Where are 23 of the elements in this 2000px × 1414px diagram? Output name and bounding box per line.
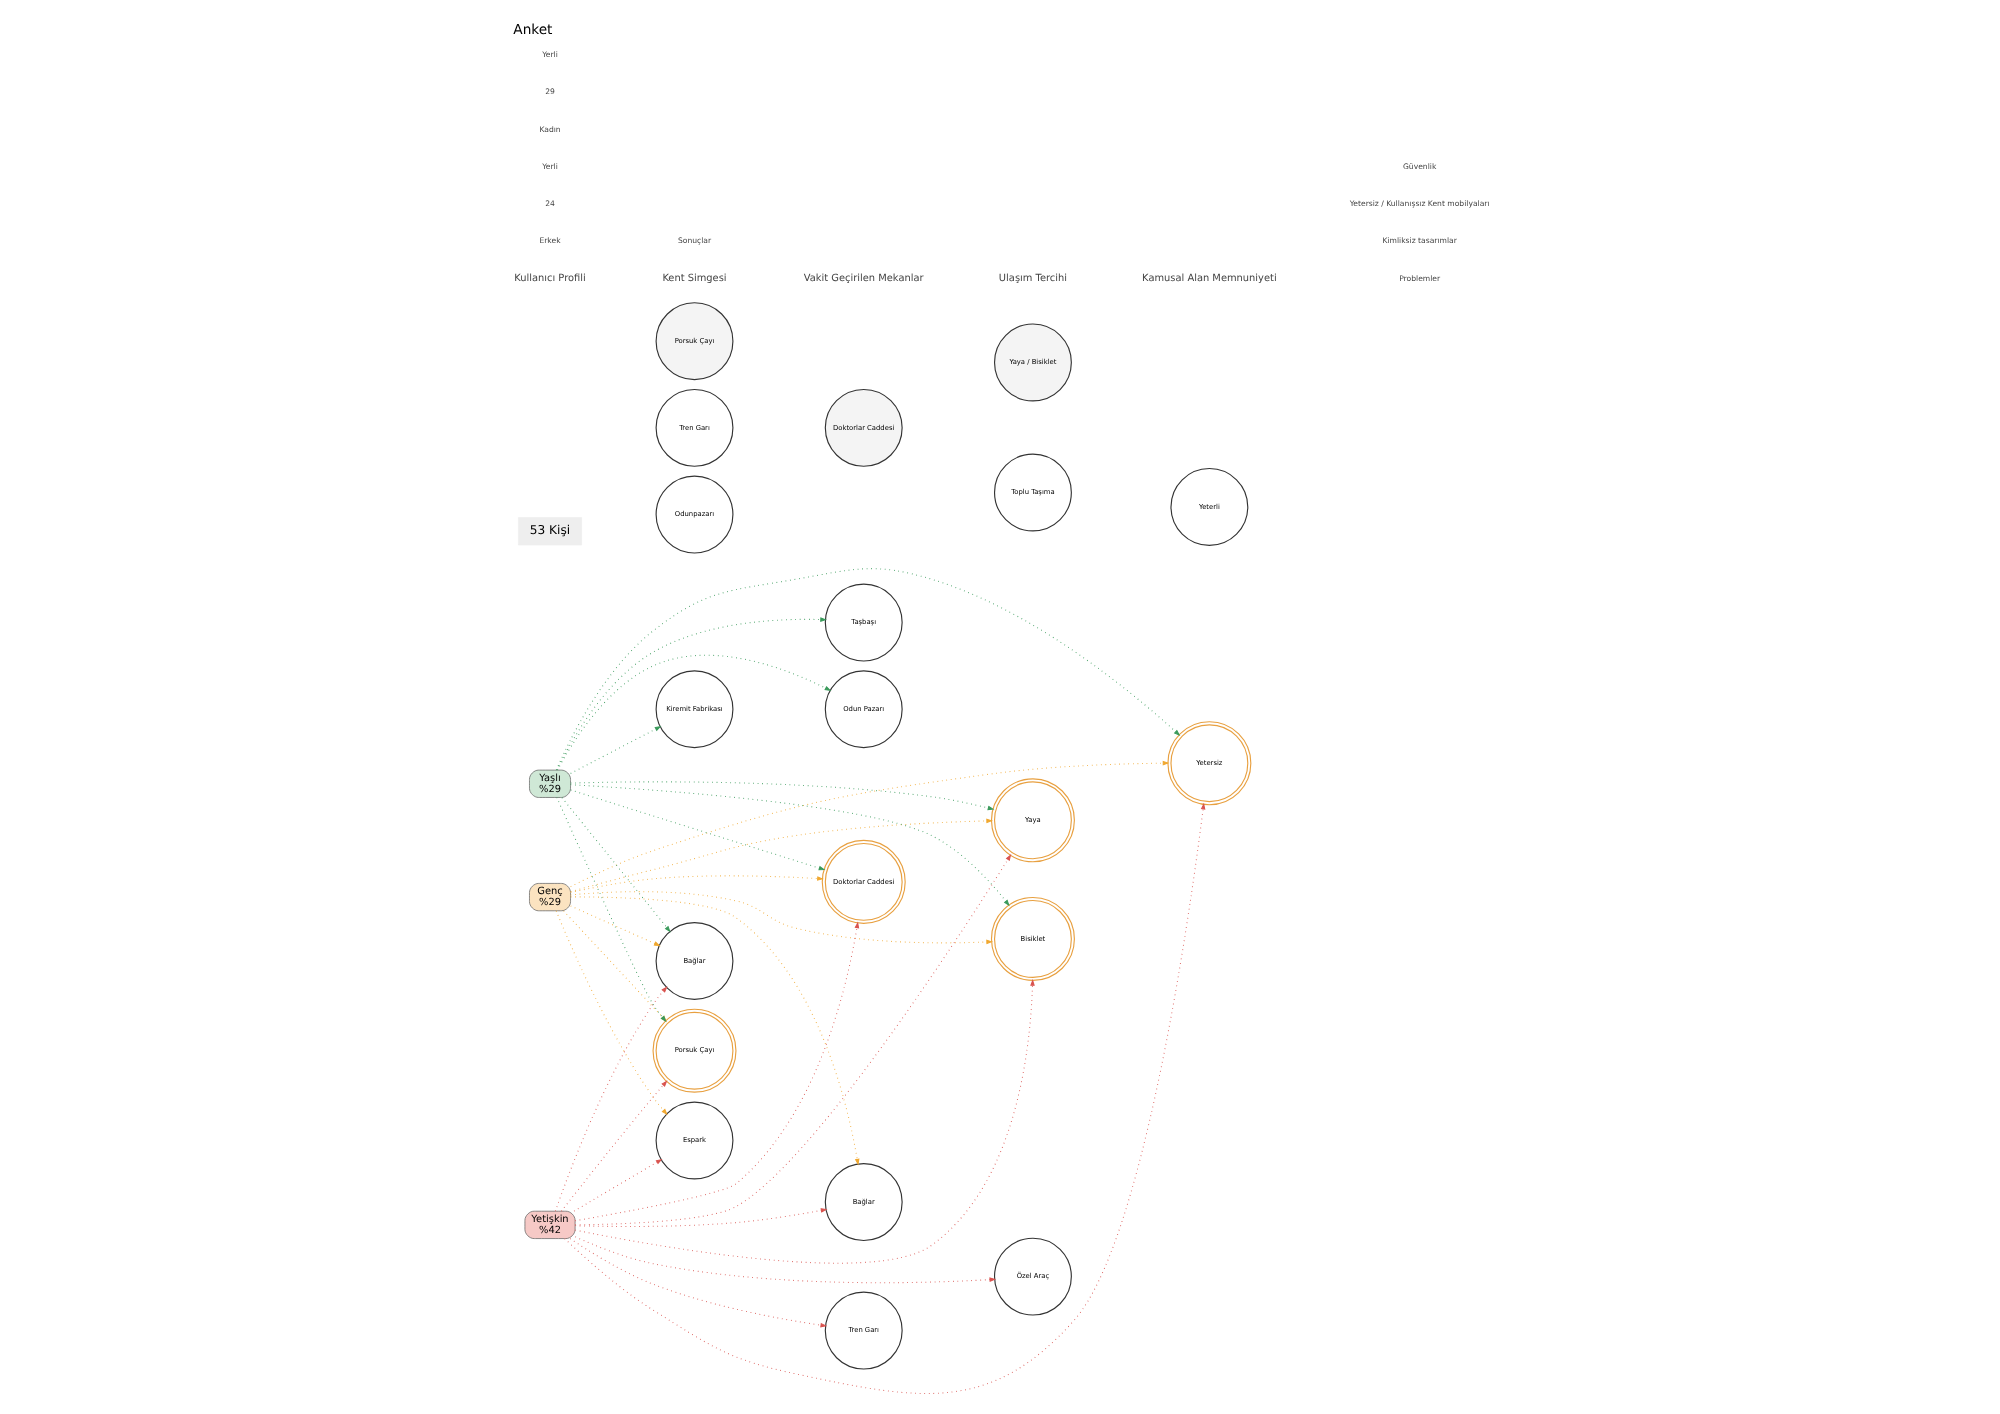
arrow — [569, 875, 823, 893]
arrow — [555, 617, 826, 771]
arrow — [569, 789, 825, 871]
arrow — [569, 891, 993, 945]
arrow — [573, 979, 1034, 1264]
arrow — [569, 818, 993, 893]
arrow — [573, 1236, 996, 1284]
arrow — [573, 1208, 827, 1227]
arrow — [569, 896, 859, 1166]
arrow — [572, 1158, 662, 1212]
arrow — [569, 905, 660, 947]
arrow — [554, 568, 1180, 771]
arrow — [569, 760, 1169, 888]
arrow — [573, 921, 859, 1222]
arrow — [563, 802, 1205, 1395]
arrow — [569, 781, 994, 811]
arrow — [569, 784, 1009, 907]
arrow — [556, 654, 831, 771]
arrow — [560, 797, 670, 933]
arrow — [559, 1080, 667, 1212]
arrow — [573, 854, 1011, 1226]
arrow — [569, 726, 661, 774]
arrow — [568, 1238, 827, 1328]
